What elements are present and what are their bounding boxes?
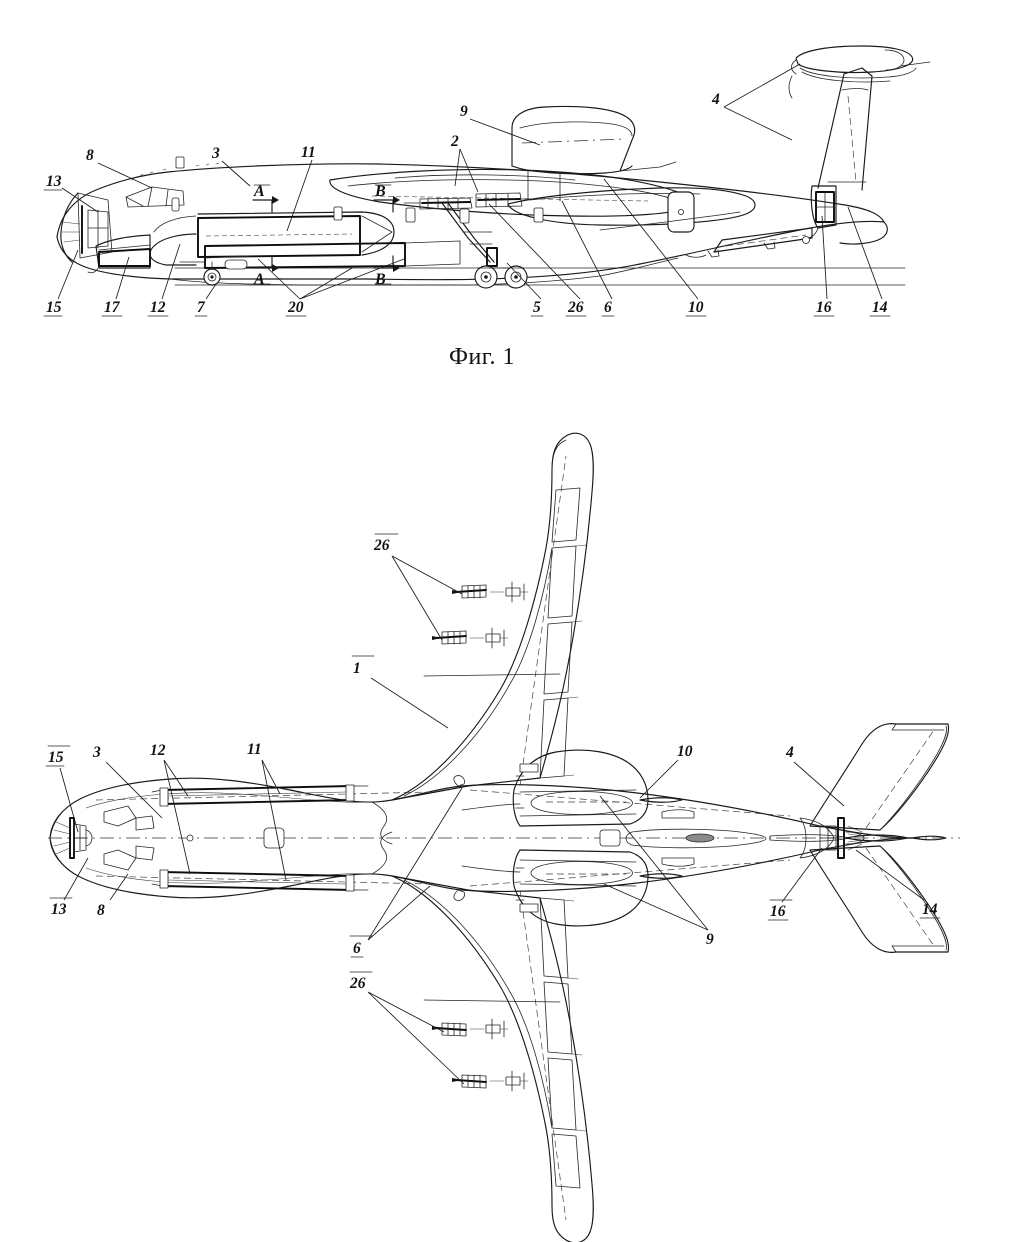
p-callout-15: 15 — [48, 749, 64, 766]
section-mark-b-bottom: В — [374, 271, 386, 288]
callout-5: 5 — [533, 299, 541, 316]
section-mark-a-bottom: A — [253, 271, 265, 288]
engine-nacelle-and-radome — [507, 105, 756, 226]
callout-15: 15 — [46, 299, 62, 316]
plan-fuselage-waist — [371, 801, 393, 875]
callout-4: 4 — [711, 91, 720, 108]
p-callout-11: 11 — [247, 741, 262, 758]
plan-wings — [391, 432, 594, 1242]
callout-7: 7 — [197, 299, 206, 316]
section-mark-b-top: В — [374, 183, 386, 200]
callout-9: 9 — [460, 103, 468, 120]
p-callout-10: 10 — [677, 743, 693, 760]
main-landing-gear — [441, 202, 528, 289]
callout-2: 2 — [450, 133, 459, 150]
nose-landing-gear — [203, 255, 251, 286]
plan-scoops — [453, 775, 695, 901]
p-callout-14: 14 — [922, 901, 938, 918]
p-callout-26a: 26 — [373, 537, 390, 554]
lower-long-container — [179, 240, 461, 269]
lower-forward-compartment — [87, 234, 151, 274]
p-callout-9: 9 — [706, 931, 714, 948]
p-callout-26b: 26 — [349, 975, 366, 992]
nose-radome — [60, 192, 113, 263]
callout-14: 14 — [872, 299, 888, 316]
plan-cockpit — [103, 805, 155, 871]
callout-12: 12 — [150, 299, 166, 316]
plan-nose-radar — [49, 811, 93, 865]
callout-3: 3 — [211, 145, 220, 162]
fuselage-outline — [56, 163, 888, 286]
p-callout-16: 16 — [770, 903, 786, 920]
section-marks — [252, 184, 400, 285]
callout-11: 11 — [301, 144, 316, 161]
p-callout-8: 8 — [97, 902, 105, 919]
wing-stores — [403, 192, 537, 210]
p-callout-4: 4 — [785, 744, 794, 761]
plan-stores-lower — [432, 1018, 529, 1092]
fig1-leader-lines — [57, 63, 883, 300]
callout-6: 6 — [604, 299, 612, 316]
plan-fuselage-details — [186, 827, 851, 849]
underwing-pods — [333, 206, 544, 224]
aft-fuselage-details — [667, 191, 813, 258]
callout-10: 10 — [688, 299, 704, 316]
upper-container — [149, 211, 395, 266]
plan-empennage — [799, 723, 950, 953]
p-callout-13: 13 — [51, 901, 67, 918]
fig2-leader-lines — [47, 533, 925, 1085]
section-mark-a-top: A — [253, 183, 265, 200]
callout-20: 20 — [287, 299, 304, 316]
plan-nacelles — [461, 749, 683, 927]
callout-26: 26 — [567, 299, 584, 316]
callout-13: 13 — [46, 173, 62, 190]
figure-1-caption: Фиг. 1 — [449, 344, 515, 370]
p-callout-6: 6 — [353, 940, 361, 957]
callout-8: 8 — [86, 147, 94, 164]
fig2-callout-numbers: 26 1 15 3 12 11 13 8 10 4 16 14 6 9 26 — [45, 537, 941, 992]
vertical-fin — [788, 45, 931, 191]
hull-chine — [599, 211, 741, 231]
plan-stores-upper — [432, 581, 529, 649]
callout-17: 17 — [104, 299, 121, 316]
plan-containers — [151, 784, 369, 892]
figure-1-side-view — [56, 45, 931, 300]
fuselage-top-details — [131, 156, 220, 212]
tail-attachment — [802, 185, 837, 244]
figure-2-plan-view — [47, 432, 960, 1242]
callout-16: 16 — [816, 299, 832, 316]
fig1-section-labels: A В A В — [253, 183, 386, 288]
cockpit-glazing — [125, 186, 185, 208]
p-callout-12: 12 — [150, 742, 166, 759]
p-callout-1: 1 — [353, 660, 361, 677]
p-callout-3: 3 — [92, 744, 101, 761]
fig1-callout-numbers: 8 13 3 11 9 2 4 15 17 12 7 20 5 26 6 10 … — [43, 91, 891, 317]
